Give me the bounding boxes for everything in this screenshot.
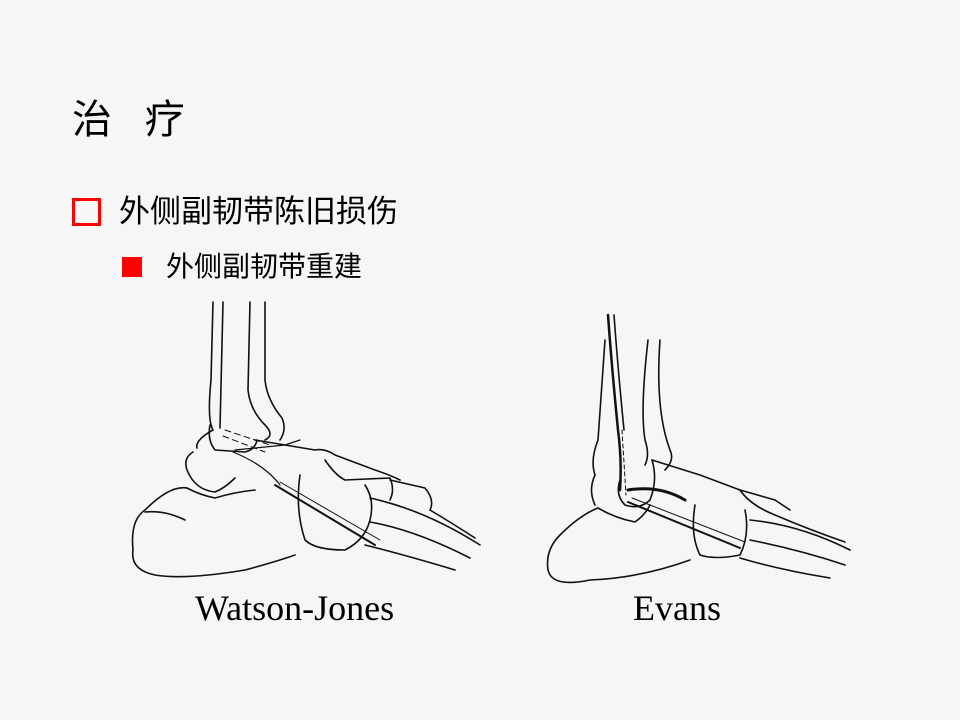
watson-jones-foot-illustration (131, 301, 481, 578)
hollow-square-bullet-icon (72, 198, 101, 226)
filled-square-bullet-icon (122, 257, 142, 277)
bullet-level-2: 外侧副韧带重建 (122, 248, 362, 286)
figure-caption-evans: Evans (633, 588, 721, 628)
sub-bullet-text: 外侧副韧带重建 (166, 250, 363, 283)
bullet-text: 外侧副韧带陈旧损伤 (119, 194, 398, 230)
slide-title: 治 疗 (72, 97, 195, 143)
figure-caption-watson-jones: Watson-Jones (195, 588, 395, 628)
bullet-level-1: 外侧副韧带陈旧损伤 (72, 190, 398, 234)
evans-foot-illustration (546, 313, 851, 584)
